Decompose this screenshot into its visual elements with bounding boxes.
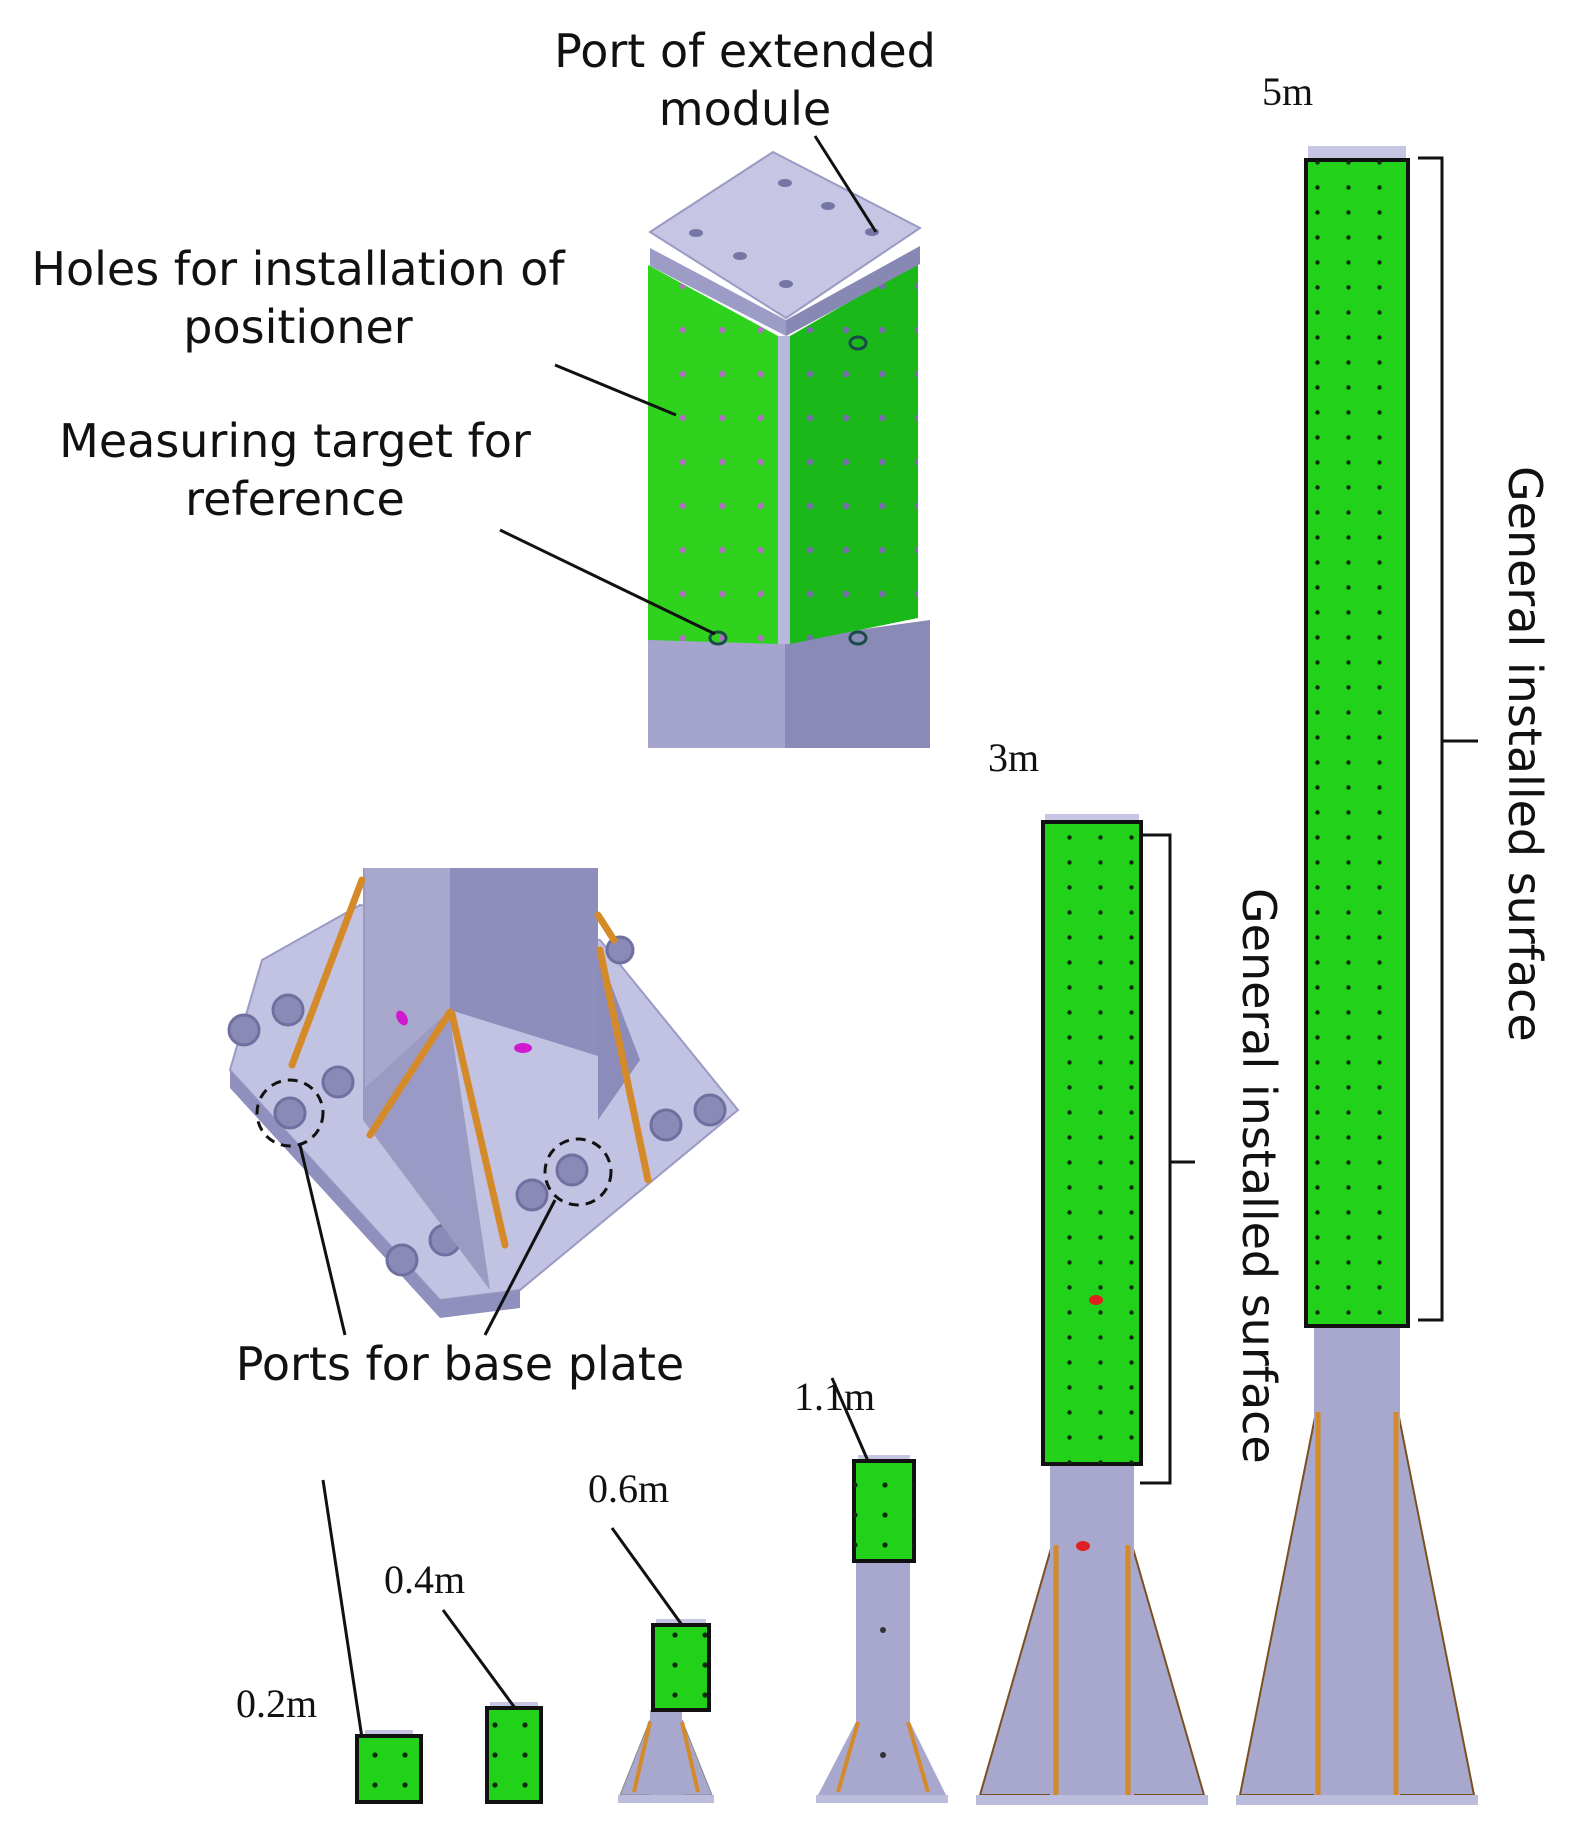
label-measuring-target-line2: reference [185, 472, 405, 526]
module-0-4m [441, 1609, 543, 1804]
module-0-2m [321, 1479, 423, 1804]
label-port-extended-line1: Port of extended [554, 24, 936, 78]
label-port-extended-line2: module [658, 82, 832, 136]
label-general-surface-5m: General installed surface [1498, 466, 1552, 1042]
column-sleeve-front [648, 638, 785, 748]
port-highlight-right [543, 1137, 613, 1207]
height-label-0-4m: 0.4m [384, 1557, 466, 1602]
measuring-target-side [848, 335, 868, 351]
corner-edge-strip [778, 336, 790, 644]
top-plate-holes [689, 179, 879, 288]
height-label-0-2m: 0.2m [236, 1681, 318, 1726]
measuring-target-front [708, 630, 728, 646]
top-flange-front [650, 248, 786, 336]
base-gusset-left [370, 1010, 470, 1230]
column-top-detail [499, 135, 930, 748]
height-label-5m: 5m [1262, 69, 1314, 114]
leader-holes-positioner [554, 363, 677, 417]
column-base-detail [227, 868, 740, 1336]
base-column-front-left [365, 868, 450, 1088]
label-holes-positioner-line1: Holes for installation of [31, 242, 565, 296]
label-holes-positioner: Holes for installation of positioner [8, 240, 588, 356]
bracket-5m [1418, 156, 1478, 1322]
leader-measuring-target [499, 528, 716, 636]
base-column-front-right [450, 868, 598, 1056]
module-0-6m [610, 1527, 714, 1803]
top-flange-side [786, 246, 920, 336]
label-port-extended: Port of extended module [530, 22, 960, 138]
label-ports-base-plate: Ports for base plate [235, 1337, 685, 1391]
base-ribs [288, 876, 652, 1249]
module-3m [976, 814, 1208, 1805]
leader-port-extended [813, 135, 878, 233]
module-1-1m [816, 1377, 948, 1803]
label-general-surface-3m: General installed surface [1232, 888, 1286, 1464]
label-measuring-target: Measuring target for reference [40, 412, 550, 528]
leader-base-left [298, 1144, 347, 1336]
label-holes-positioner-line2: positioner [183, 300, 413, 354]
height-label-0-6m: 0.6m [588, 1466, 670, 1511]
label-measuring-target-line1: Measuring target for [59, 414, 531, 468]
port-highlight-left [255, 1078, 325, 1148]
leader-base-right [483, 1199, 557, 1336]
column-sleeve-side [785, 620, 930, 748]
bracket-3m [1140, 833, 1195, 1485]
height-label-1-1m: 1.1m [794, 1374, 876, 1419]
module-5m [1236, 146, 1478, 1805]
base-plate-bolt-holes [227, 935, 727, 1277]
height-label-3m: 3m [988, 735, 1040, 780]
